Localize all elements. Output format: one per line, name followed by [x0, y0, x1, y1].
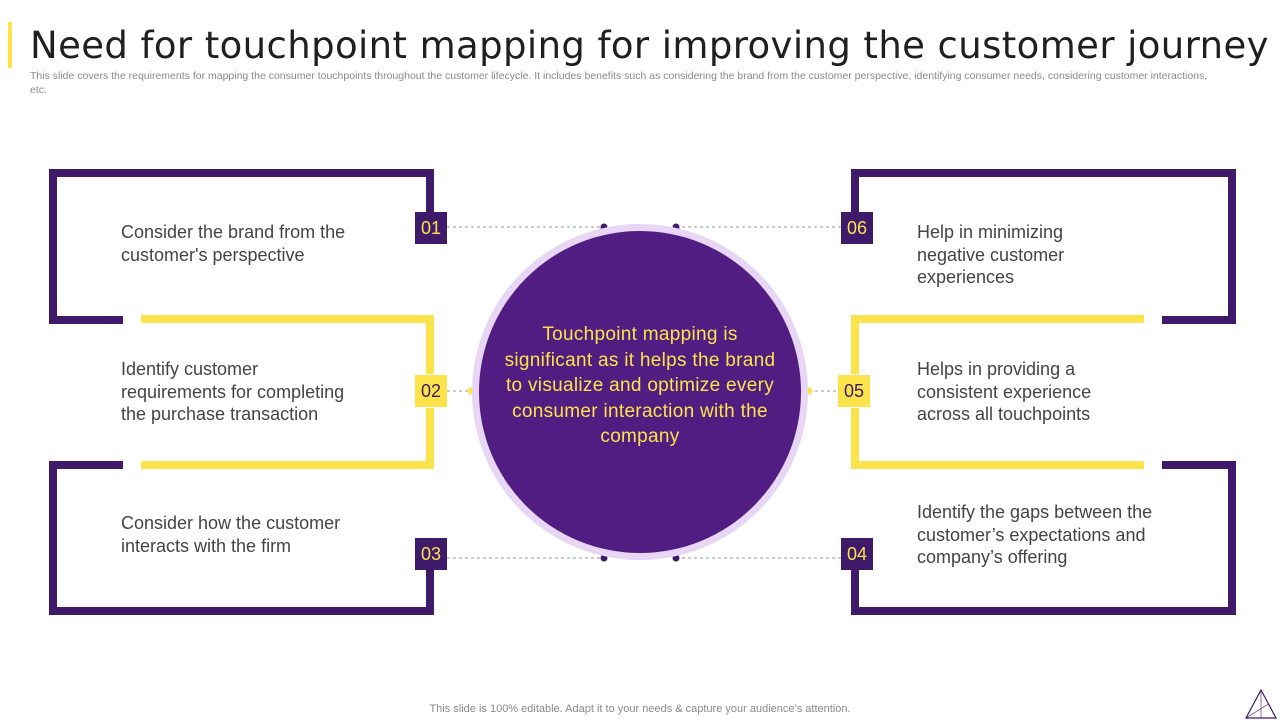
badge-06: 06: [841, 212, 873, 244]
page-subtitle: This slide covers the requirements for m…: [30, 70, 1208, 96]
badge-01: 01: [415, 212, 447, 244]
item-text-05: Helps in providing a consistent experien…: [917, 359, 1092, 424]
item-text-03: Consider how the customer interacts with…: [121, 513, 341, 556]
badge-03: 03: [415, 538, 447, 570]
center-circle: Touchpoint mapping is significant as it …: [479, 231, 801, 553]
item-text-06: Help in minimizing negative customer exp…: [917, 222, 1065, 287]
title-accent-bar: [8, 22, 12, 68]
footer-note: This slide is 100% editable. Adapt it to…: [429, 703, 851, 715]
center-text: Touchpoint mapping is significant as it …: [504, 324, 776, 448]
badge-05: 05: [838, 375, 870, 407]
badge-04: 04: [841, 538, 873, 570]
item-text-01: Consider the brand from the customer's p…: [121, 222, 346, 265]
item-text-02: Identify customer requirements for compl…: [121, 359, 345, 424]
triangle-logo-icon: [1244, 688, 1278, 719]
badge-02: 02: [415, 375, 447, 407]
page-title: Need for touchpoint mapping for improvin…: [30, 24, 1269, 67]
item-text-04: Identify the gaps between the customer’s…: [917, 502, 1153, 567]
